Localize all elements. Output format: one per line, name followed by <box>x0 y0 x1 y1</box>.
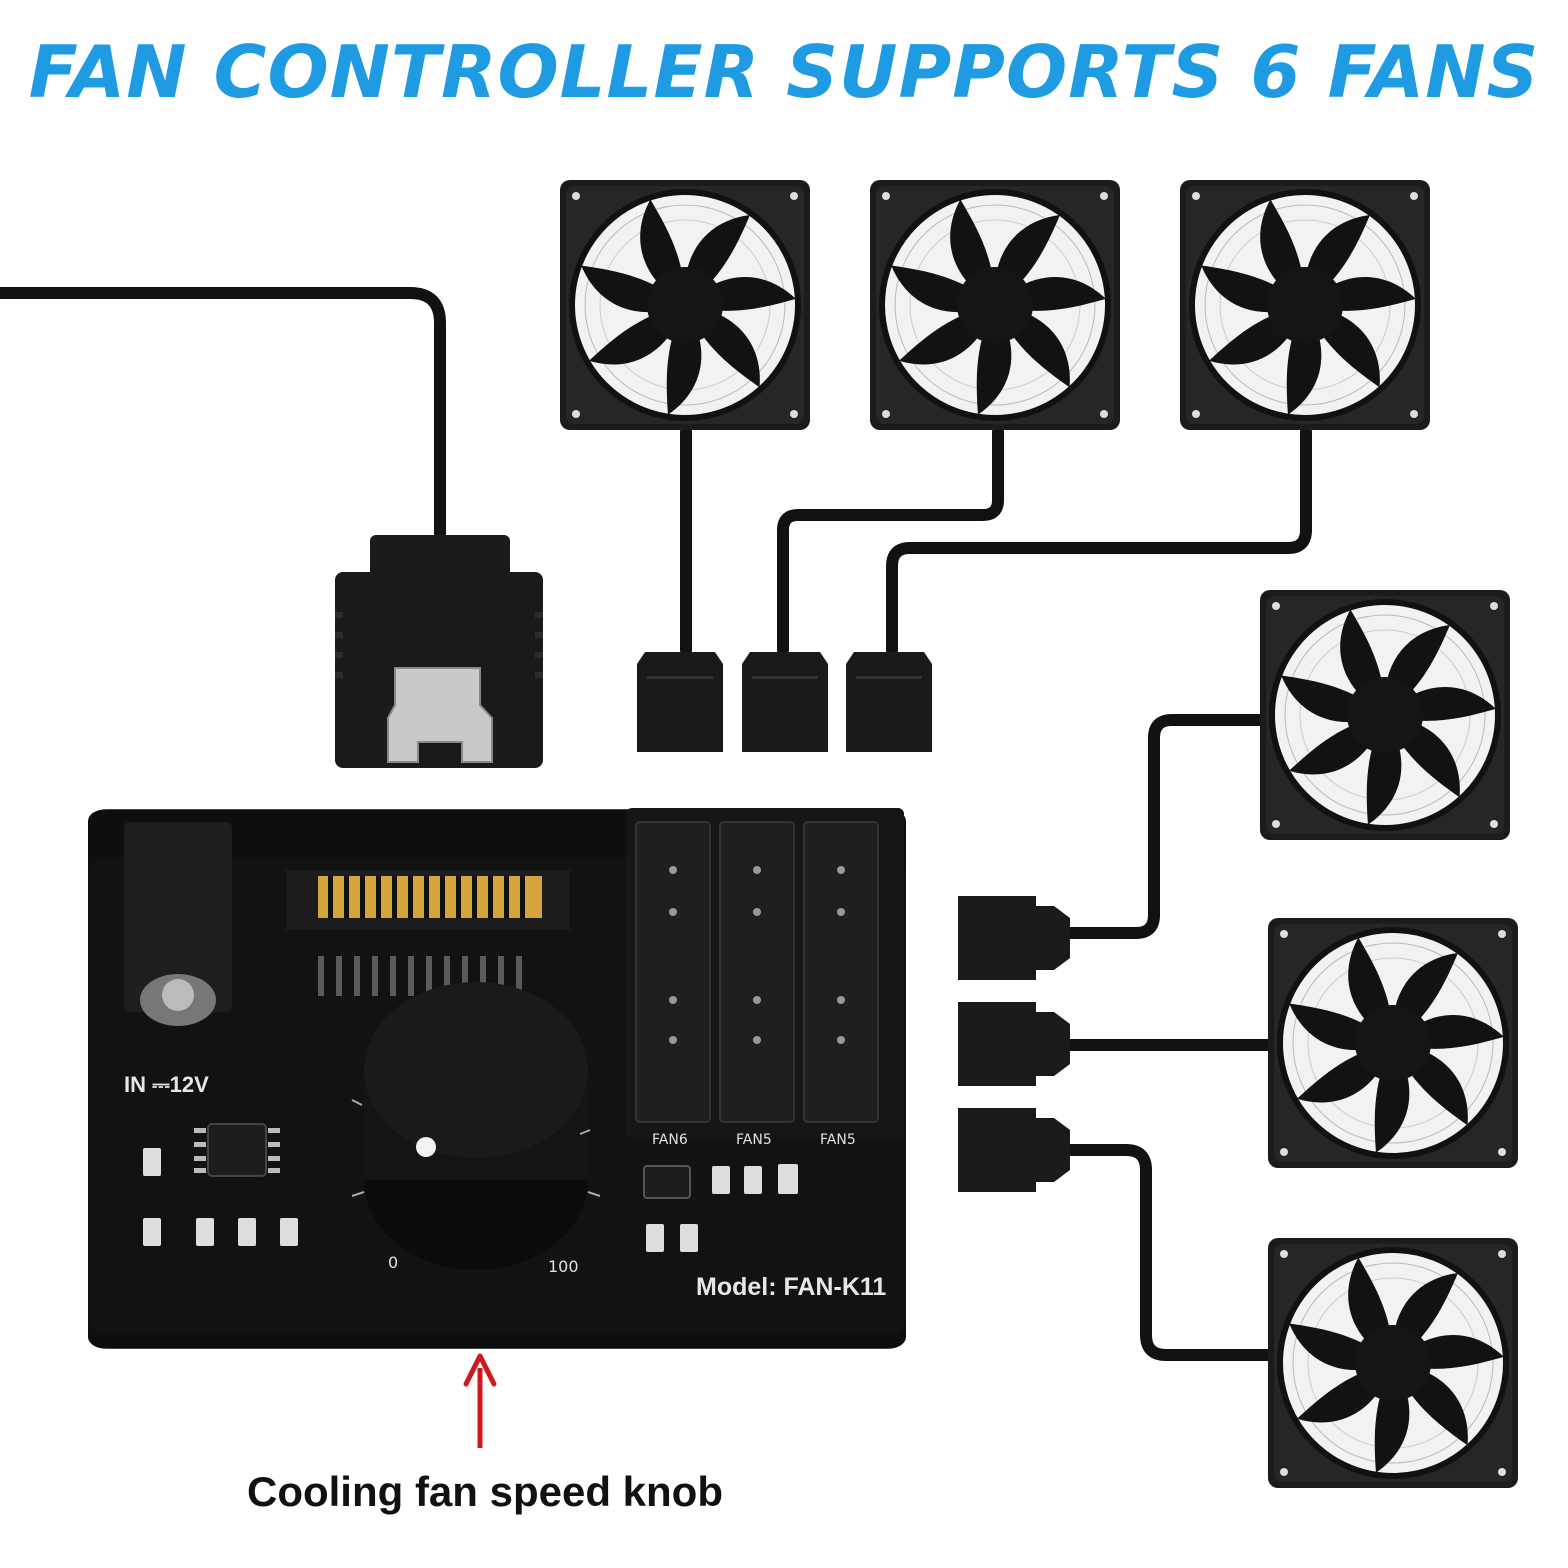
port-label-1: FAN6 <box>652 1132 688 1148</box>
fan-plug-4 <box>958 896 1070 980</box>
speed-knob[interactable] <box>364 982 588 1270</box>
fan-4 <box>1260 590 1510 840</box>
fan-plug-1 <box>637 652 723 752</box>
caption: Cooling fan speed knob <box>246 1468 723 1515</box>
dial-min-label: 0 <box>388 1253 398 1272</box>
fan-plug-5 <box>958 1002 1070 1086</box>
fan-5 <box>1268 918 1518 1168</box>
indicator-arrow <box>463 1353 497 1448</box>
model-label: Model: FAN-K11 <box>696 1273 886 1301</box>
port-label-3: FAN5 <box>820 1132 856 1148</box>
dial-max-label: 100 <box>548 1257 579 1276</box>
fan-2 <box>870 180 1120 430</box>
fan-3 <box>1180 180 1430 430</box>
fan-plug-2 <box>742 652 828 752</box>
fan-6 <box>1268 1238 1518 1488</box>
port-label-2: FAN5 <box>736 1132 772 1148</box>
fan-plug-3 <box>846 652 932 752</box>
fan-1 <box>560 180 810 430</box>
fan-plug-6 <box>958 1108 1070 1192</box>
controller-board <box>88 808 906 1349</box>
headline: FAN CONTROLLER SUPPORTS 6 FANS <box>28 30 1540 114</box>
power-input-label: IN ⎓12V <box>124 1072 209 1097</box>
sata-power-connector <box>335 535 543 768</box>
